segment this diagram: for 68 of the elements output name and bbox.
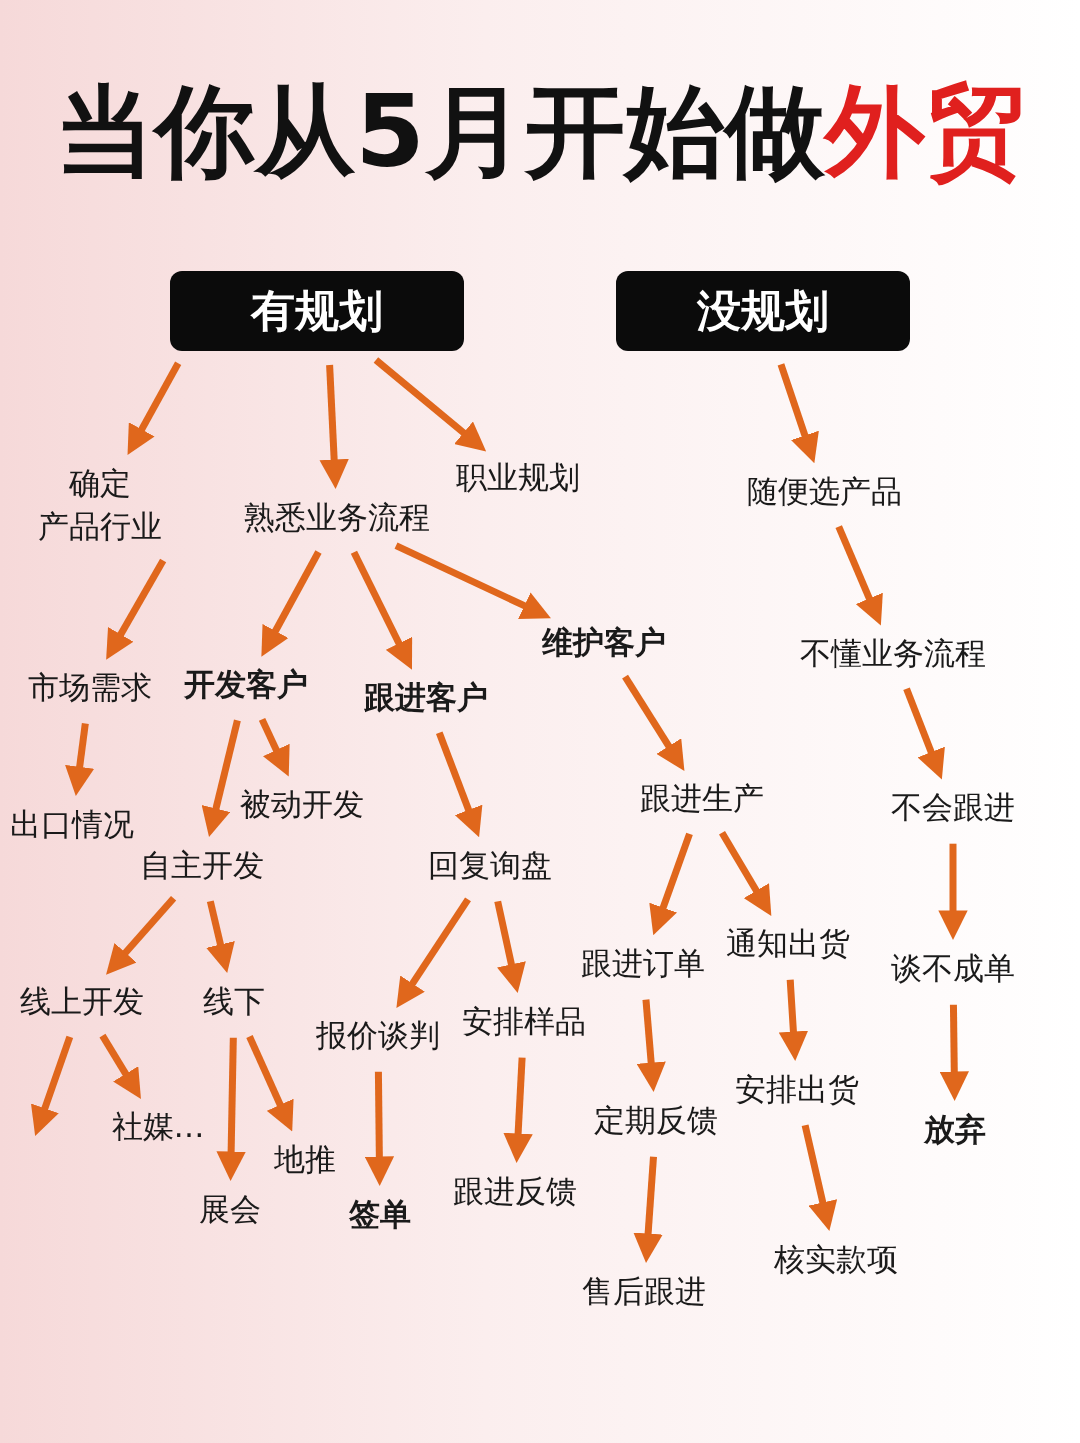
step-text: 跟进客户 xyxy=(364,676,488,720)
step-text: 安排样品 xyxy=(462,1000,586,1044)
step-text: 回复询盘 xyxy=(428,844,552,888)
step-text: 安排出货 xyxy=(735,1068,859,1112)
arrow xyxy=(373,357,487,452)
title: 当你从5月开始做外贸 xyxy=(54,72,1026,192)
step-text: 线下 xyxy=(203,980,265,1024)
arrow xyxy=(636,999,666,1092)
step-text: 跟进生产 xyxy=(640,777,764,821)
arrow xyxy=(835,525,883,626)
arrow xyxy=(319,364,349,489)
arrow xyxy=(633,1156,663,1263)
step-text: 出口情况 xyxy=(10,803,134,847)
step-text: 被动开发 xyxy=(240,783,364,827)
step-text: 展会 xyxy=(199,1188,261,1232)
arrow xyxy=(350,550,413,670)
arrow xyxy=(777,363,819,464)
arrow xyxy=(65,723,95,796)
step-text: 线上开发 xyxy=(20,980,144,1024)
arrow xyxy=(201,719,241,838)
category-box: 没规划 xyxy=(616,271,910,351)
step-text: 自主开发 xyxy=(140,844,264,888)
step-text: 定期反馈 xyxy=(594,1099,718,1143)
step-text: 放弃 xyxy=(924,1108,986,1152)
arrow xyxy=(778,979,809,1061)
arrow xyxy=(649,832,693,936)
arrow xyxy=(31,1035,74,1137)
arrow xyxy=(258,717,290,777)
arrow xyxy=(436,731,483,838)
arrow xyxy=(903,687,945,780)
step-text: 不会跟进 xyxy=(891,786,1015,830)
arrow xyxy=(106,895,177,975)
step-text: 市场需求 xyxy=(28,666,152,710)
step-text: 地推 xyxy=(274,1138,336,1182)
arrow xyxy=(127,361,182,456)
arrow xyxy=(364,1071,395,1186)
arrow xyxy=(938,843,968,940)
arrow xyxy=(246,1035,294,1132)
step-text: 签单 xyxy=(349,1193,411,1237)
step-text: 开发客户 xyxy=(184,663,308,707)
arrow xyxy=(261,550,322,657)
category-box: 有规划 xyxy=(170,271,464,351)
arrow xyxy=(939,1004,969,1101)
step-text: 维护客户 xyxy=(542,621,666,665)
step-text: 确定产品行业 xyxy=(38,461,162,549)
arrow xyxy=(206,900,235,974)
arrow xyxy=(622,674,685,771)
step-text: 不懂业务流程 xyxy=(800,632,986,676)
step-text: 核实款项 xyxy=(774,1238,898,1282)
step-text: 报价谈判 xyxy=(316,1014,440,1058)
step-text: 跟进订单 xyxy=(581,942,705,986)
arrow xyxy=(396,897,471,1009)
arrow xyxy=(801,1124,838,1232)
arrow xyxy=(99,1033,141,1099)
arrow xyxy=(719,830,772,916)
step-text: 社媒… xyxy=(111,1105,205,1149)
arrow xyxy=(106,558,167,660)
arrow xyxy=(494,900,526,994)
step-text: 通知出货 xyxy=(726,922,850,966)
step-text: 熟悉业务流程 xyxy=(244,496,430,540)
arrow xyxy=(394,542,551,619)
step-text: 职业规划 xyxy=(456,456,580,500)
step-text: 随便选产品 xyxy=(746,470,902,514)
step-text: 跟进反馈 xyxy=(453,1170,577,1214)
arrow xyxy=(216,1037,246,1181)
step-text: 售后跟进 xyxy=(582,1270,706,1314)
step-text: 谈不成单 xyxy=(891,947,1015,991)
arrow xyxy=(503,1057,533,1163)
